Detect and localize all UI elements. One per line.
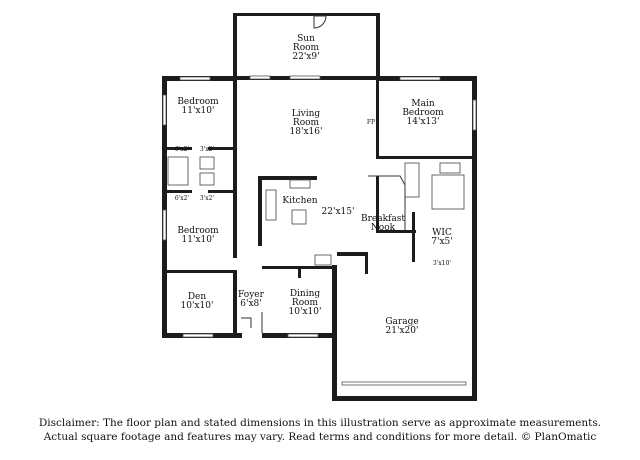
room-main-bed-dims: 14'x13' (407, 117, 440, 127)
fireplace-label: FP (367, 119, 375, 126)
room-labels: Sun Room 22'x9' Living Room 18'x16' Main… (175, 34, 453, 336)
room-foyer-dims: 6'x8' (240, 299, 261, 309)
floor-plan: Sun Room 22'x9' Living Room 18'x16' Main… (162, 13, 477, 401)
room-nook-name1: Breakfast (361, 214, 405, 224)
room-garage-dims: 21'x20' (386, 326, 419, 336)
room-dining-name1: Dining (290, 289, 321, 299)
room-nook-name2: Nook (371, 223, 396, 233)
room-dining-name2: Room (292, 298, 319, 308)
room-living-name2: Room (293, 118, 320, 128)
interior-walls (162, 78, 476, 338)
disclaimer-line-2: Actual square footage and features may v… (43, 431, 597, 443)
disclaimer: Disclaimer: The floor plan and stated di… (0, 416, 640, 444)
windows (162, 75, 477, 386)
closet-label-4: 3'x2' (200, 195, 215, 202)
room-garage-name: Garage (385, 317, 418, 327)
room-den-dims: 10'x10' (181, 301, 214, 311)
laundry-label: 3'x10' (433, 260, 451, 267)
room-living-dims: 18'x16' (290, 127, 323, 137)
closet-label-2: 6'x2' (175, 195, 190, 202)
room-den-name: Den (188, 292, 207, 302)
room-bedroom-top-dims: 11'x10' (182, 106, 215, 116)
closet-label-1: 6'x2' (175, 146, 190, 153)
room-kitchen-dims: 22'x15' (322, 207, 355, 217)
room-bedroom-bottom-dims: 11'x10' (182, 235, 215, 245)
room-living-name1: Living (292, 109, 321, 119)
room-main-bed-name2: Bedroom (402, 108, 444, 118)
fixtures (167, 15, 465, 333)
room-wic-name: WIC (432, 228, 452, 238)
room-main-bed-name1: Main (411, 99, 434, 109)
room-foyer-name: Foyer (238, 290, 265, 300)
disclaimer-line-1: Disclaimer: The floor plan and stated di… (38, 417, 602, 429)
room-dining-dims: 10'x10' (289, 307, 322, 317)
room-sun-dims: 22'x9' (292, 52, 319, 62)
closet-label-3: 3'x2' (200, 146, 215, 153)
room-wic-dims: 7'x5' (431, 237, 452, 247)
room-sun-name2: Room (293, 43, 320, 53)
room-bedroom-bottom-name: Bedroom (177, 226, 219, 236)
room-kitchen-name: Kitchen (282, 196, 317, 206)
room-bedroom-top-name: Bedroom (177, 97, 219, 107)
room-sun-name1: Sun (297, 34, 315, 44)
exterior-walls (162, 13, 477, 401)
